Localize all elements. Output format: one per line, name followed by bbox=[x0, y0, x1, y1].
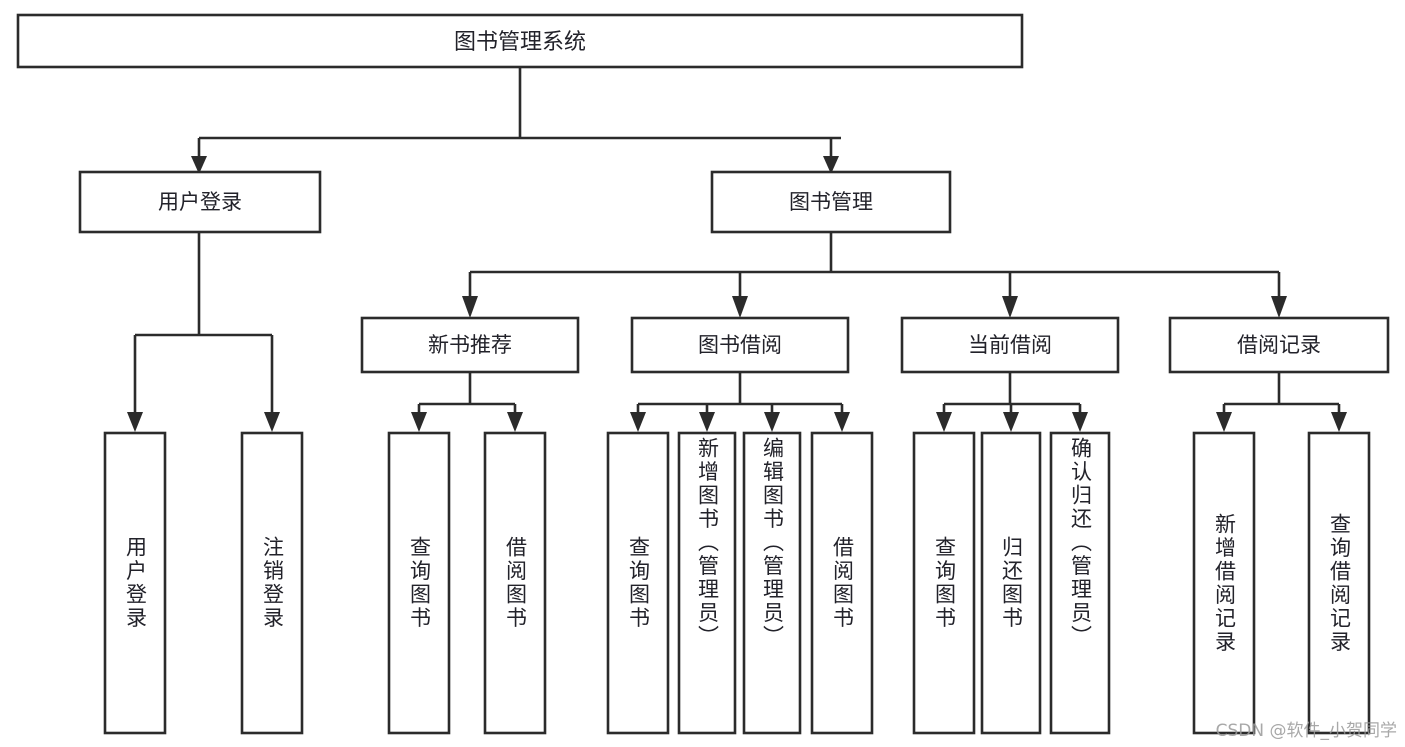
arrow-head-leaf-add-record bbox=[1216, 412, 1232, 432]
node-root-system-label: 图书管理系统 bbox=[454, 30, 586, 55]
node-leaf-edit-book-admin[interactable] bbox=[742, 431, 802, 735]
connector-book-manage-stem bbox=[468, 232, 1281, 298]
arrow-head-leaf-borrow-book-1 bbox=[507, 412, 523, 432]
connector-current-borrow-stem bbox=[942, 372, 1082, 414]
connector-layer bbox=[127, 67, 1347, 432]
arrow-head-leaf-query-book-2 bbox=[630, 412, 646, 432]
node-user-login[interactable] bbox=[78, 170, 322, 234]
node-book-borrow-label: 图书借阅 bbox=[698, 333, 782, 357]
node-leaf-query-book-borrow[interactable] bbox=[606, 431, 670, 735]
node-root-system[interactable] bbox=[16, 13, 1024, 69]
node-leaf-user-login[interactable] bbox=[103, 431, 167, 735]
arrow-head-book-borrow bbox=[732, 296, 748, 318]
node-leaf-borrow-book-recommend[interactable] bbox=[483, 431, 547, 735]
node-current-borrow-label: 当前借阅 bbox=[968, 333, 1052, 357]
node-leaf-borrow-book[interactable] bbox=[810, 431, 874, 735]
arrow-head-leaf-borrow-book-2 bbox=[834, 412, 850, 432]
arrow-head-leaf-logout bbox=[264, 412, 280, 432]
arrow-head-leaf-query-book-1 bbox=[411, 412, 427, 432]
connector-new-book-recommend-stem bbox=[417, 372, 517, 414]
arrow-head-leaf-query-record bbox=[1331, 412, 1347, 432]
connector-user-login-stem bbox=[133, 232, 274, 414]
arrow-head-leaf-user-login bbox=[127, 412, 143, 432]
arrow-head-user-login bbox=[191, 156, 207, 174]
node-book-borrow[interactable] bbox=[630, 316, 850, 374]
node-user-login-label: 用户登录 bbox=[158, 190, 242, 214]
node-leaf-logout[interactable] bbox=[240, 431, 304, 735]
node-current-borrow[interactable] bbox=[900, 316, 1120, 374]
node-new-book-recommend[interactable] bbox=[360, 316, 580, 374]
arrow-head-current-borrow bbox=[1002, 296, 1018, 318]
node-borrow-record-label: 借阅记录 bbox=[1237, 333, 1321, 357]
arrow-head-leaf-return-book bbox=[1003, 412, 1019, 432]
node-leaf-add-borrow-record[interactable] bbox=[1192, 431, 1256, 735]
node-leaf-query-book-recommend[interactable] bbox=[387, 431, 451, 735]
node-book-management-label: 图书管理 bbox=[789, 190, 873, 214]
connector-book-borrow-stem bbox=[636, 372, 844, 414]
node-book-management[interactable] bbox=[710, 170, 952, 234]
connector-root-stem bbox=[199, 67, 841, 140]
connector-borrow-record-stem bbox=[1222, 372, 1341, 414]
node-leaf-query-book-current[interactable] bbox=[912, 431, 976, 735]
node-layer: 图书管理系统 用户登录 图书管理 新书推荐 图书借阅 当前借阅 借阅记录 bbox=[16, 13, 1390, 735]
arrow-head-borrow-record bbox=[1271, 296, 1287, 318]
arrow-head-book-manage bbox=[823, 156, 839, 174]
node-leaf-confirm-return-admin[interactable] bbox=[1049, 431, 1111, 735]
node-new-book-recommend-label: 新书推荐 bbox=[428, 333, 512, 357]
arrow-head-leaf-add-book bbox=[699, 412, 715, 432]
node-leaf-query-borrow-record[interactable] bbox=[1307, 431, 1371, 735]
arrow-head-leaf-confirm-return bbox=[1072, 412, 1088, 432]
arrow-head-new-book-recommend bbox=[462, 296, 478, 318]
node-leaf-add-book-admin[interactable] bbox=[677, 431, 737, 735]
node-leaf-return-book[interactable] bbox=[980, 431, 1042, 735]
node-borrow-record[interactable] bbox=[1168, 316, 1390, 374]
arrow-head-leaf-edit-book bbox=[764, 412, 780, 432]
arrow-head-leaf-query-book-3 bbox=[936, 412, 952, 432]
